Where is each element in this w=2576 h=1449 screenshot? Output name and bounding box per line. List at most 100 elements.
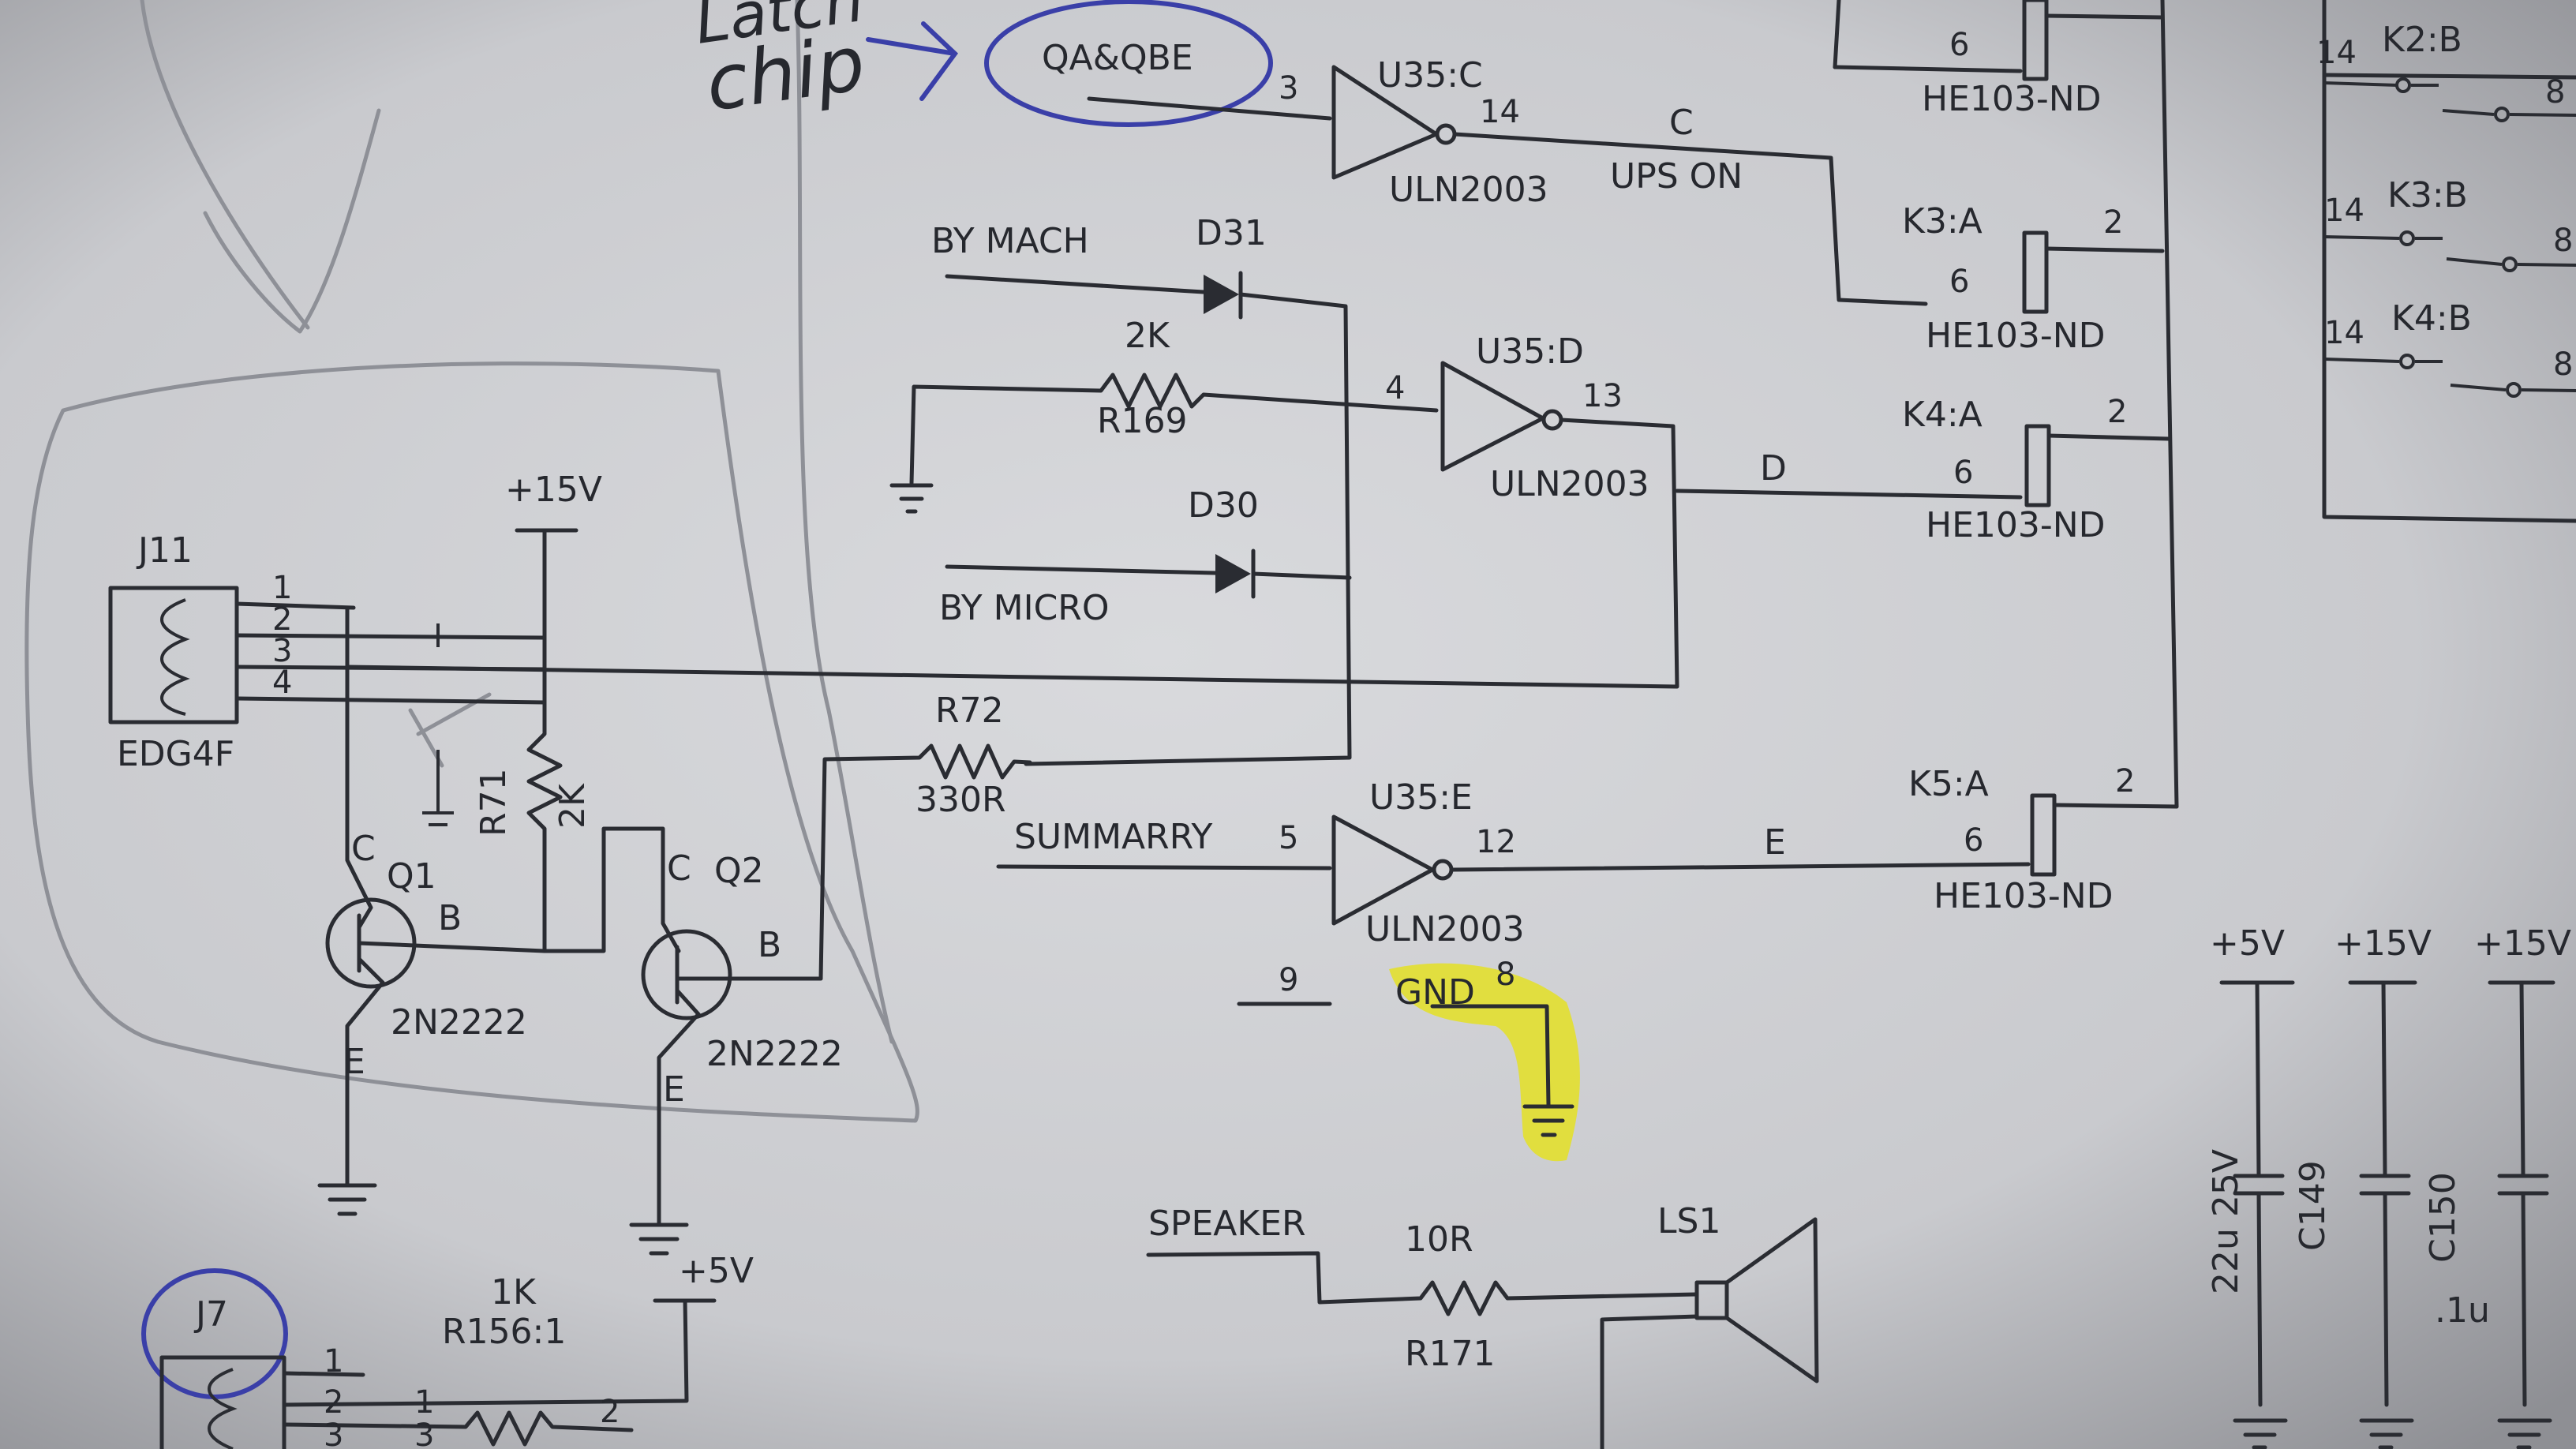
- relay1-pin-6: 6: [1949, 27, 1969, 63]
- d30-ref: D30: [1188, 485, 1259, 526]
- u35c-buffer: QA&QBE 3 U35:C 14 ULN2003 C UPS ON: [1042, 38, 1928, 306]
- k3b-ref: K3:B: [2387, 175, 2468, 215]
- k2b-pin-14: 14: [2316, 35, 2357, 71]
- r156-pin-3: 3: [414, 1417, 434, 1449]
- k3a-pin-6: 6: [1949, 264, 1969, 300]
- j11-part: EDG4F: [117, 734, 234, 774]
- net-c-label: C: [1669, 103, 1694, 143]
- r169-ref: R169: [1097, 401, 1188, 441]
- circled-signal-label: QA&QBE: [1042, 38, 1193, 78]
- ground-icon: [1522, 1104, 1574, 1137]
- k5a-pin-6: 6: [1964, 822, 1983, 859]
- yellow-highlight: [1389, 963, 1580, 1162]
- q2-transistor: C Q2 B E 2N2222: [542, 826, 843, 1256]
- supply-5v-right: +5V: [2210, 923, 2285, 964]
- k4a-pin-2: 2: [2107, 394, 2127, 430]
- r72-ref: R72: [935, 691, 1004, 731]
- k3a-pin-2: 2: [2103, 204, 2123, 241]
- relay-coils: 6 HE103-ND K3:A 2 6 HE103-ND K4:A 2 6 HE…: [1833, 0, 2179, 916]
- supply-15v-right-1: +15V: [2334, 923, 2432, 964]
- k3a-part: HE103-ND: [1926, 316, 2106, 356]
- j11-pin-3: 3: [272, 633, 292, 669]
- u35c-in-pin: 3: [1279, 70, 1298, 107]
- supply-15v-left: +15V: [505, 470, 602, 510]
- u35d-in-pin: 4: [1385, 370, 1405, 406]
- k5a-coil-icon: [2030, 793, 2057, 877]
- u35c-out-pin: 14: [1480, 94, 1520, 130]
- k4a-pin-6: 6: [1953, 455, 1973, 491]
- u35d-out-pin: 13: [1582, 378, 1623, 414]
- r171-value: 10R: [1405, 1219, 1473, 1260]
- r71-ref: R71: [474, 768, 514, 837]
- r72-value: 330R: [915, 780, 1006, 820]
- k5a-ref: K5:A: [1908, 764, 1989, 804]
- ground-icon: [629, 1222, 689, 1256]
- ground-icon: [317, 1183, 377, 1216]
- j7-pin-1: 1: [324, 1343, 343, 1380]
- d31-ref: D31: [1196, 213, 1267, 253]
- speaker-circuit: SPEAKER 10R R171 LS1: [1146, 1201, 1819, 1449]
- pen-annotations: Latch chip: [141, 0, 1273, 1399]
- pin-9-label: 9: [1279, 962, 1298, 998]
- pen-circle-j7: [141, 1268, 288, 1399]
- j7-pin-3: 3: [324, 1417, 343, 1449]
- relay1-part: HE103-ND: [1922, 79, 2102, 119]
- supply-15v-right-2: +15V: [2474, 923, 2571, 964]
- u35e-buffer: SUMMARRY 5 U35:E 12 ULN2003 E 9 GND 8: [996, 777, 2031, 1162]
- r156-pin-1: 1: [414, 1384, 434, 1421]
- k5a-part: HE103-ND: [1934, 876, 2114, 916]
- relay-contacts: 14 K2:B 8 14 K3:B 8 14 K4:B 8: [2316, 0, 2576, 523]
- j7-pin-2: 2: [324, 1384, 343, 1421]
- ground-icon: [2233, 1418, 2288, 1449]
- by-mach-branch: BY MACH D31: [931, 213, 1352, 766]
- k4a-part: HE103-ND: [1926, 505, 2106, 545]
- ground-icon: [889, 483, 934, 514]
- q2-b-label: B: [758, 925, 781, 965]
- j11-connector: J11 1 2 3 4 EDG4F: [108, 530, 547, 774]
- j11-pin-2: 2: [272, 601, 292, 638]
- k3a-coil-icon: [2022, 230, 2049, 314]
- j7-connector: +5V 1K R156:1 J7 1 2 3 1 3 2: [159, 1251, 754, 1449]
- j7-ref: J7: [193, 1294, 228, 1335]
- q2-part: 2N2222: [706, 1034, 843, 1074]
- r72-resistor: R72 330R: [818, 691, 1032, 981]
- u35e-out-pin: 12: [1476, 824, 1516, 860]
- u35d-part: ULN2003: [1490, 464, 1649, 504]
- gnd-pin-label: 8: [1496, 957, 1515, 993]
- pencil-ground-icon: [422, 623, 454, 826]
- k3b-pin-8: 8: [2553, 223, 2573, 259]
- q1-ref: Q1: [387, 856, 436, 897]
- r71-value: 2K: [552, 783, 593, 829]
- net-d-label: D: [1760, 448, 1787, 489]
- r156-value: 1K: [491, 1272, 537, 1312]
- c150-ref: C150: [2423, 1172, 2463, 1263]
- k4b-pin-8: 8: [2553, 346, 2573, 383]
- pencil-annotations: [24, 0, 919, 1123]
- q1-c-label: C: [351, 829, 376, 869]
- k4a-ref: K4:A: [1902, 395, 1983, 435]
- pen-circle: [984, 0, 1273, 127]
- k4a-coil-icon: [2024, 424, 2051, 507]
- summary-label: SUMMARRY: [1014, 817, 1212, 857]
- q1-transistor: C Q1 B E 2N2222: [317, 605, 547, 1216]
- by-micro-branch: D30 BY MICRO: [939, 485, 1352, 628]
- k4b-ref: K4:B: [2391, 298, 2472, 339]
- q2-ref: Q2: [714, 851, 764, 891]
- c149-ref: C149: [2293, 1160, 2333, 1251]
- u35c-part: ULN2003: [1389, 170, 1548, 210]
- d30-diode-icon: [1215, 554, 1251, 593]
- handwritten-note-chip: chip: [701, 19, 871, 129]
- k5a-pin-2: 2: [2115, 763, 2135, 799]
- k4b-pin-14: 14: [2324, 315, 2364, 351]
- r71-branch: +15V 2K R71: [422, 470, 602, 953]
- u35d-buffer: 2K R169 4 U35:D 13 ULN2003 D: [345, 316, 2023, 689]
- speaker-icon: [1694, 1280, 1729, 1320]
- supply-5v-left: +5V: [679, 1251, 754, 1291]
- ground-icon: [2359, 1418, 2414, 1449]
- d31-diode-icon: [1204, 275, 1239, 314]
- r156-pin-2: 2: [600, 1394, 620, 1430]
- j11-pin-1: 1: [272, 570, 292, 606]
- j11-ref: J11: [136, 530, 193, 571]
